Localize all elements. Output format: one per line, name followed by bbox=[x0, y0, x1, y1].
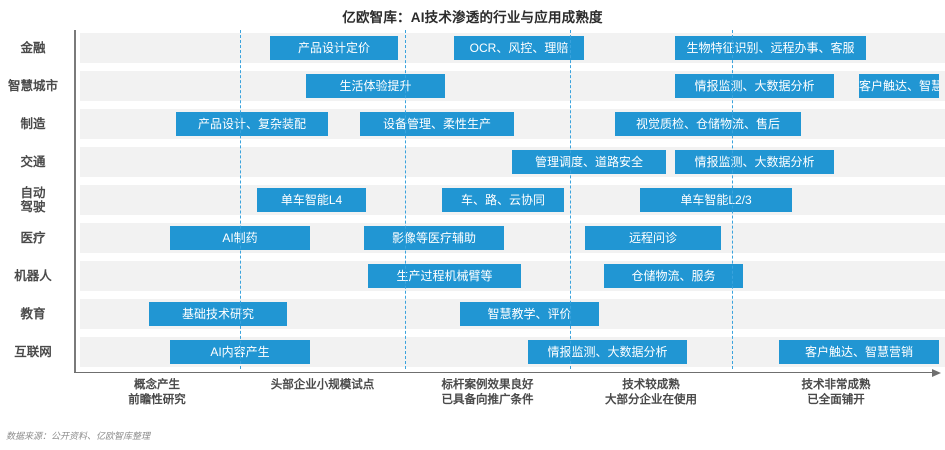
stage-divider bbox=[405, 30, 406, 369]
stage-divider bbox=[732, 30, 733, 369]
y-axis-line bbox=[74, 30, 76, 373]
chart-bar[interactable]: 管理调度、道路安全 bbox=[512, 150, 666, 174]
source-note: 数据来源：公开资料、亿欧智库整理 bbox=[6, 431, 151, 441]
category-label: 金融 bbox=[20, 41, 46, 55]
chart-bar[interactable]: 基础技术研究 bbox=[149, 302, 287, 326]
category-label: 医疗 bbox=[20, 231, 46, 245]
chart-bar[interactable]: 生物特征识别、远程办事、客服 bbox=[675, 36, 866, 60]
chart-bar[interactable]: 单车智能L4 bbox=[257, 188, 366, 212]
category-label: 制造 bbox=[20, 117, 46, 131]
chart-bar[interactable]: 车、路、云协同 bbox=[442, 188, 564, 212]
category-label: 自动 驾驶 bbox=[20, 186, 46, 214]
chart-bar[interactable]: 单车智能L2/3 bbox=[640, 188, 792, 212]
chart-bar[interactable]: 客户触达、智慧营销2 bbox=[859, 74, 939, 98]
category-label: 交通 bbox=[20, 155, 46, 169]
chart-bar[interactable]: 情报监测、大数据分析 bbox=[675, 74, 834, 98]
chart-bar[interactable]: 远程问诊 bbox=[585, 226, 721, 250]
stage-label: 标杆案例效果良好 已具备向推广条件 bbox=[441, 379, 534, 406]
chart-bar[interactable]: 智慧教学、评价 bbox=[460, 302, 599, 326]
chart-bar[interactable]: 生活体验提升 bbox=[306, 74, 445, 98]
chart-bar[interactable]: 客户触达、智慧营销 bbox=[779, 340, 939, 364]
stage-divider bbox=[240, 30, 241, 369]
chart-bar[interactable]: 生产过程机械臂等 bbox=[368, 264, 521, 288]
stage-label: 头部企业小规模试点 bbox=[270, 379, 375, 391]
chart-bar[interactable]: 产品设计、复杂装配 bbox=[176, 112, 328, 136]
x-axis-arrow-icon bbox=[932, 368, 941, 377]
stage-label: 技术较成熟 大部分企业在使用 bbox=[605, 379, 697, 406]
chart-bar[interactable]: 情报监测、大数据分析 bbox=[528, 340, 687, 364]
stage-label: 概念产生 前瞻性研究 bbox=[128, 379, 186, 406]
page-title: 亿欧智库：AI技术渗透的行业与应用成熟度 bbox=[342, 10, 603, 25]
x-axis-line bbox=[74, 371, 934, 373]
category-label: 教育 bbox=[20, 307, 46, 321]
category-label: 智慧城市 bbox=[7, 79, 58, 93]
chart-bar[interactable]: 情报监测、大数据分析 bbox=[675, 150, 834, 174]
stage-label: 技术非常成熟 已全面铺开 bbox=[801, 379, 871, 406]
chart-bar[interactable]: 影像等医疗辅助 bbox=[364, 226, 504, 250]
chart-bar[interactable]: 视觉质检、仓储物流、售后 bbox=[615, 112, 801, 136]
category-label: 机器人 bbox=[14, 269, 52, 283]
chart-bar[interactable]: OCR、风控、理赔 bbox=[454, 36, 584, 60]
stage-divider bbox=[570, 30, 571, 369]
category-label: 互联网 bbox=[14, 345, 52, 359]
chart-bar[interactable]: 设备管理、柔性生产 bbox=[360, 112, 514, 136]
chart-bar[interactable]: 仓储物流、服务 bbox=[604, 264, 743, 288]
chart-bar[interactable]: 产品设计定价 bbox=[270, 36, 398, 60]
